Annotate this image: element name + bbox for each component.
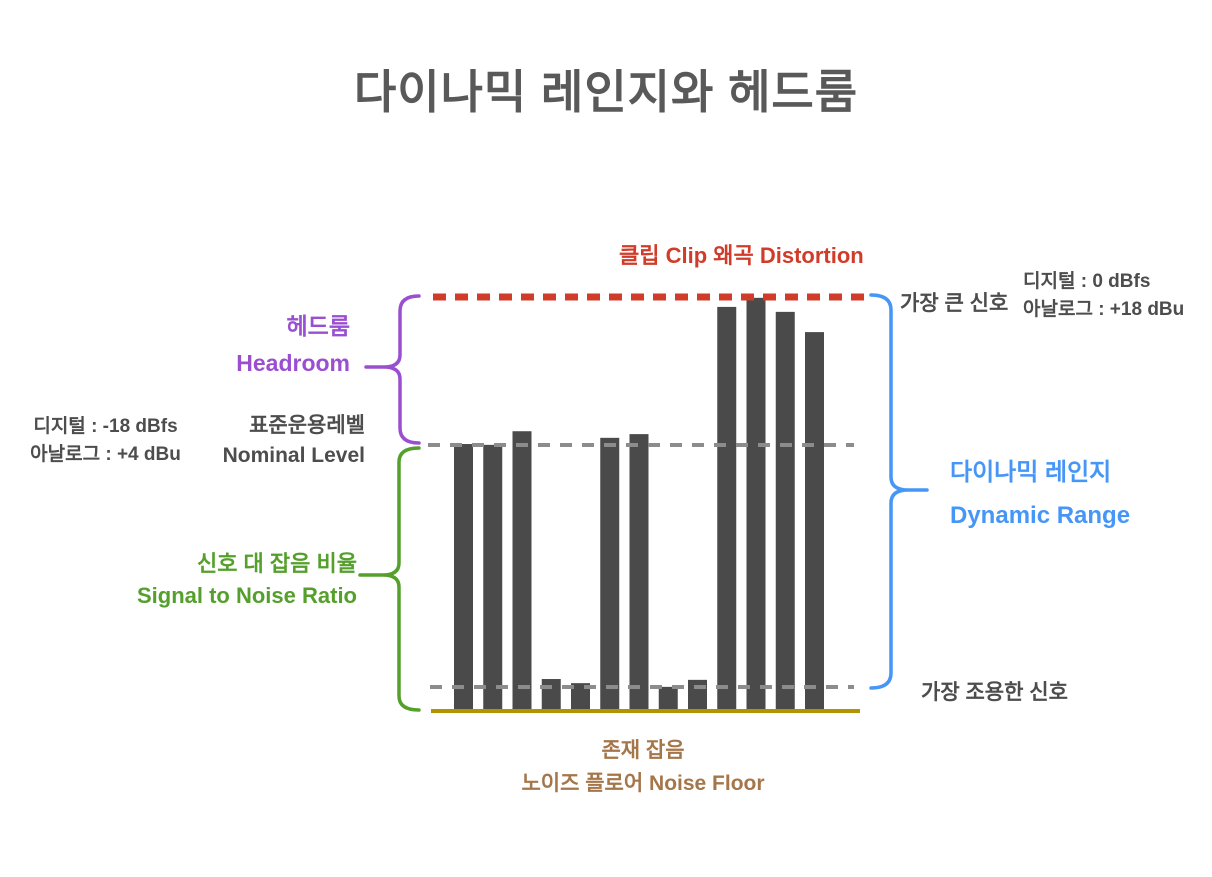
dynamic-range-label-en: Dynamic Range bbox=[950, 502, 1131, 529]
nominal-db-values: 디지털 : -18 dBfs 아날로그 : +4 dBu bbox=[18, 413, 193, 469]
signal-bars bbox=[454, 297, 824, 710]
dynamic-range-label-ko: 다이나믹 레인지 bbox=[950, 459, 1112, 486]
snr-label-ko: 신호 대 잡음 비율 bbox=[196, 551, 357, 576]
signal-bar bbox=[775, 311, 795, 710]
signal-bar bbox=[571, 683, 590, 710]
noise-floor-label-ko: 존재 잡음 bbox=[601, 739, 685, 762]
signal-bar bbox=[746, 297, 766, 710]
snr-brace bbox=[358, 446, 421, 712]
analog-nominal-value: 아날로그 : +4 dBu bbox=[30, 444, 181, 465]
dynamic-range-label: 다이나믹 레인지 Dynamic Range bbox=[950, 451, 1130, 537]
signal-bar bbox=[600, 437, 620, 710]
nominal-level-label-en: Nominal Level bbox=[222, 444, 365, 467]
signal-bar bbox=[454, 444, 473, 710]
nominal-level-label: 표준운용레벨 Nominal Level bbox=[223, 411, 365, 471]
signal-bar bbox=[717, 306, 737, 710]
signal-bar bbox=[629, 434, 649, 710]
page-title: 다이나믹 레인지와 헤드룸 bbox=[353, 66, 859, 118]
dynamic-range-brace bbox=[869, 293, 929, 690]
nominal-level-label-ko: 표준운용레벨 bbox=[249, 414, 365, 437]
snr-label: 신호 대 잡음 비율 Signal to Noise Ratio bbox=[137, 548, 357, 612]
signal-bar bbox=[688, 679, 707, 710]
signal-bar bbox=[658, 686, 678, 710]
headroom-label-ko: 헤드룸 bbox=[286, 313, 350, 339]
headroom-label-en: Headroom bbox=[236, 350, 350, 376]
signal-bar bbox=[541, 679, 561, 710]
analog-max-value: 아날로그 : +18 dBu bbox=[1023, 299, 1185, 320]
signal-bar bbox=[805, 332, 824, 710]
headroom-brace bbox=[364, 294, 421, 445]
quietest-signal-label: 가장 조용한 신호 bbox=[921, 681, 1068, 704]
signal-bar bbox=[483, 444, 503, 710]
noise-floor-label: 존재 잡음 노이즈 플로어 Noise Floor bbox=[443, 734, 843, 800]
clip-distortion-label: 클립 Clip 왜곡 Distortion bbox=[619, 243, 864, 268]
snr-label-en: Signal to Noise Ratio bbox=[136, 583, 357, 608]
loudest-signal-label: 가장 큰 신호 bbox=[900, 292, 1009, 315]
max-db-values: 디지털 : 0 dBfs 아날로그 : +18 dBu bbox=[1023, 268, 1184, 324]
signal-bar bbox=[512, 431, 532, 710]
digital-max-value: 디지털 : 0 dBfs bbox=[1023, 271, 1151, 292]
headroom-label: 헤드룸 Headroom bbox=[236, 308, 350, 382]
noise-floor-label-en: 노이즈 플로어 Noise Floor bbox=[521, 772, 765, 795]
digital-nominal-value: 디지털 : -18 dBfs bbox=[33, 416, 178, 437]
